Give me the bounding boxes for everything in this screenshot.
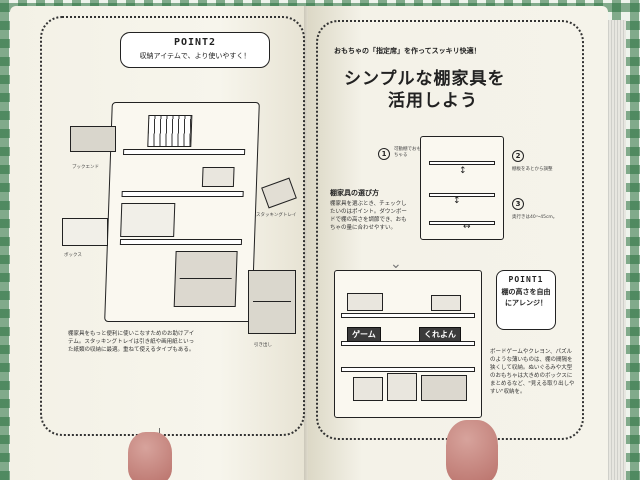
crayon-sign: くれよん (419, 327, 461, 342)
toy-box (347, 293, 383, 311)
box-illustration (62, 218, 108, 246)
shelf-board (341, 313, 475, 318)
shelf-board (341, 341, 475, 346)
point1-text: 棚の高さを自由にアレンジ！ (501, 288, 551, 307)
right-thumb (446, 420, 498, 480)
drawer-unit (421, 375, 467, 401)
drawer-unit-on-shelf (173, 251, 238, 307)
drawer-illustration (248, 270, 296, 334)
diagram-shelf: ↕ ↕ ↔ (420, 136, 504, 240)
step-1-badge: 1 (378, 148, 390, 160)
stacking-tray-on-shelf (201, 167, 235, 187)
arrow-updown-icon: ↕ (453, 196, 461, 206)
point1-box: POINT1 棚の高さを自由にアレンジ！ (496, 270, 556, 330)
bookshelf-illustration (104, 102, 260, 322)
game-sign: ゲーム (347, 327, 381, 342)
toy-shelf-illustration: ゲーム くれよん (334, 270, 482, 418)
arrow-updown-icon: ↔ (463, 222, 471, 232)
shelf-board (429, 193, 495, 197)
step-1-text: 可動棚でおもちゃる (394, 147, 421, 158)
shelf-board (429, 161, 495, 165)
page-edges (606, 20, 626, 480)
box-on-shelf (120, 203, 176, 237)
point2-caption: 収納アイテムで、より使いやすく！ (139, 52, 251, 60)
step-2-badge: 2 (512, 150, 524, 162)
right-caption: ボードゲームやクレヨン、パズルのような薄いものは、棚の間隔を狭くして収納。ぬいぐ… (490, 349, 575, 395)
left-page: POINT2 収納アイテムで、より使いやすく！ ブックエンド ボックス スタッキ… (10, 6, 310, 480)
books (147, 115, 193, 147)
stacking-tray-label: スタッキングトレイ (256, 213, 297, 218)
toy-basket (387, 373, 417, 401)
step-2-text: 棚板をあとから調整 (512, 167, 553, 172)
bookend-label: ブックエンド (72, 165, 99, 170)
right-page: おもちゃの「指定席」を作ってスッキリ快適！ シンプルな棚家具を 活用しよう ↕ … (308, 6, 608, 480)
heading-small: おもちゃの「指定席」を作ってスッキリ快適！ (334, 47, 481, 55)
open-book: POINT2 収納アイテムで、より使いやすく！ ブックエンド ボックス スタッキ… (8, 0, 626, 480)
point2-box: POINT2 収納アイテムで、より使いやすく！ (120, 32, 270, 68)
shelf-board (119, 239, 243, 245)
left-dotted-frame (40, 16, 305, 436)
left-caption: 棚家具をもっと便利に使いこなすためのお助けアイテム。スタッキングトレイは引き紙や… (68, 331, 195, 353)
shelf-board (341, 367, 475, 372)
left-thumb (128, 432, 172, 480)
drawer-label: 引き出し (254, 343, 272, 348)
arrow-updown-icon: ↕ (459, 166, 467, 176)
box-label: ボックス (64, 253, 82, 258)
heading-line2: 活用しよう (388, 91, 478, 111)
arrow-down-icon: ⌄ (390, 256, 402, 272)
howto-title: 棚家具の選び方 (330, 189, 379, 197)
shelf-board (122, 149, 246, 155)
point2-label: POINT2 (173, 37, 217, 48)
shelf-board (429, 221, 495, 225)
toy-basket (353, 377, 383, 401)
step-3-text: 奥行きは40〜45cm。 (512, 215, 558, 220)
step-3-badge: 3 (512, 198, 524, 210)
howto-text: 棚家具を選ぶとき、チェックしたいのはポイント。ダウンボードで棚の高さを調節でき、… (330, 201, 407, 231)
point1-label: POINT1 (508, 275, 544, 284)
bookend-illustration (70, 126, 116, 152)
toy-box (431, 295, 461, 311)
shelf-board (121, 191, 244, 197)
heading-line1: シンプルな棚家具を (344, 69, 506, 89)
